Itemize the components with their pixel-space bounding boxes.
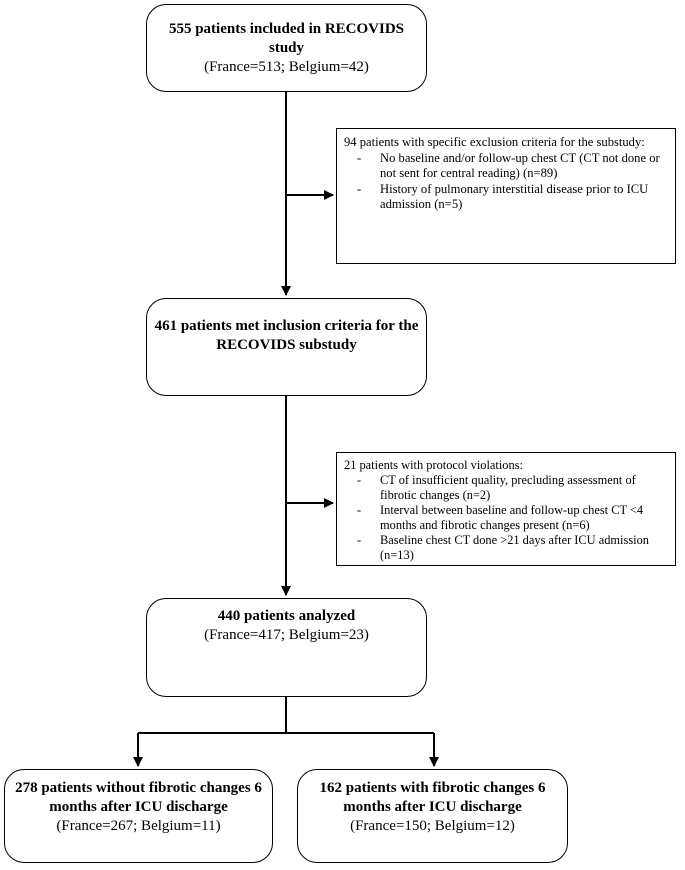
no-fibrotic-title: 278 patients without fibrotic changes 6 … <box>15 780 262 815</box>
fibrotic-title: 162 patients with fibrotic changes 6 mon… <box>319 780 546 815</box>
violations-list: CT of insufficient quality, precluding a… <box>344 473 669 563</box>
included-box: 555 patients included in RECOVIDS study … <box>146 4 427 92</box>
violation-item: Interval between baseline and follow-up … <box>344 503 669 533</box>
fibrotic-box: 162 patients with fibrotic changes 6 mon… <box>297 769 568 863</box>
exclusion-list: No baseline and/or follow-up chest CT (C… <box>344 151 669 213</box>
included-detail: (France=513; Belgium=42) <box>204 58 369 75</box>
exclusion-item: No baseline and/or follow-up chest CT (C… <box>344 151 669 182</box>
violations-box: 21 patients with protocol violations: CT… <box>336 452 676 566</box>
no-fibrotic-detail: (France=267; Belgium=11) <box>56 818 221 834</box>
exclusion-heading: 94 patients with specific exclusion crit… <box>344 135 645 149</box>
exclusion-box: 94 patients with specific exclusion crit… <box>336 128 676 264</box>
analyzed-box: 440 patients analyzed (France=417; Belgi… <box>146 598 427 697</box>
met-criteria-box: 461 patients met inclusion criteria for … <box>146 298 427 396</box>
no-fibrotic-box: 278 patients without fibrotic changes 6 … <box>4 769 273 863</box>
violation-item: CT of insufficient quality, precluding a… <box>344 473 669 503</box>
analyzed-title: 440 patients analyzed <box>217 608 356 624</box>
exclusion-item: History of pulmonary interstitial diseas… <box>344 182 669 213</box>
analyzed-detail: (France=417; Belgium=23) <box>204 627 369 643</box>
included-title: 555 patients included in RECOVIDS study <box>168 20 405 56</box>
violations-heading: 21 patients with protocol violations: <box>344 458 523 472</box>
met-criteria-title: 461 patients met inclusion criteria for … <box>154 318 419 353</box>
fibrotic-detail: (France=150; Belgium=12) <box>350 818 515 834</box>
violation-item: Baseline chest CT done >21 days after IC… <box>344 533 669 563</box>
